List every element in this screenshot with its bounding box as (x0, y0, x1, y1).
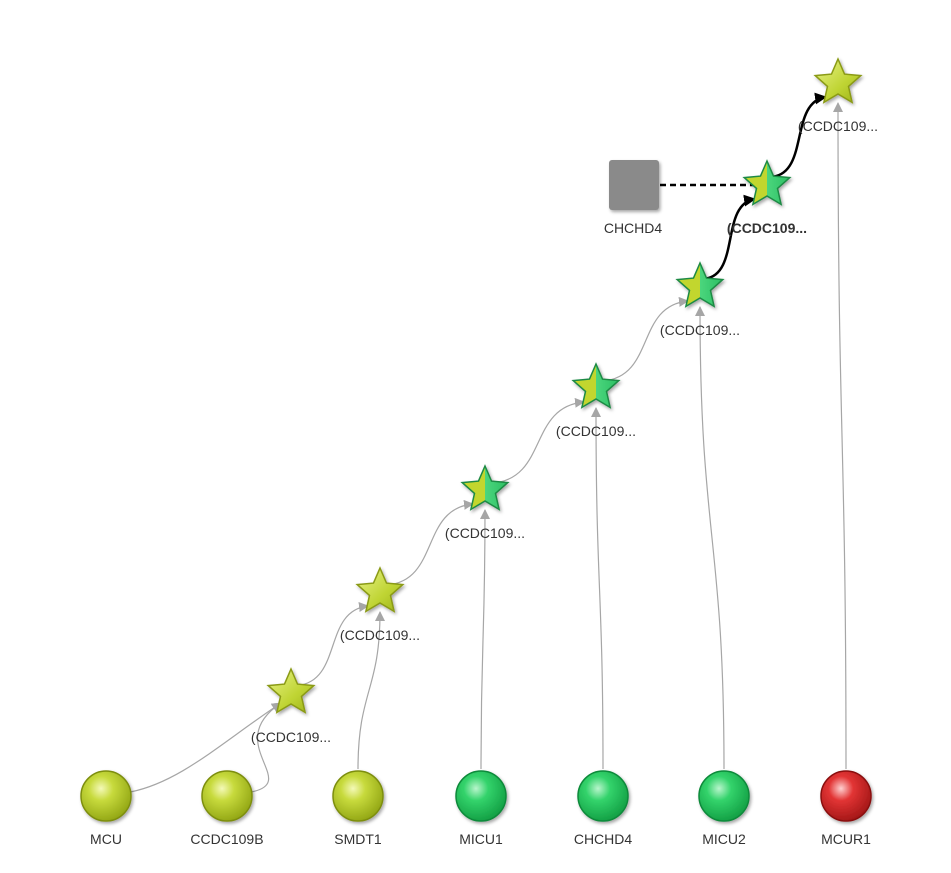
protein-node-micu1[interactable]: MICU1 (455, 770, 507, 847)
edges-layer (130, 92, 847, 793)
complex-label: (CCDC109... (798, 118, 878, 134)
edge-c3-c4 (492, 397, 585, 484)
protein-label: MCUR1 (821, 831, 871, 847)
protein-node-smdt1[interactable]: SMDT1 (332, 770, 384, 847)
edge-c4-c5 (603, 296, 689, 382)
protein-node-micu2[interactable]: MICU2 (698, 770, 750, 847)
protein-node-ccdc109b[interactable]: CCDC109B (190, 770, 264, 847)
edge-p1-c1 (130, 702, 282, 793)
edge-p6-c5 (695, 306, 725, 770)
edge-p2-c1 (251, 702, 282, 793)
protein-node-mcu[interactable]: MCU (80, 770, 132, 847)
complex-star-node-1[interactable]: (CCDC109... (251, 667, 331, 745)
protein-label: MICU1 (459, 831, 503, 847)
complex-star-node-3[interactable]: (CCDC109... (445, 464, 525, 541)
complex-star-node-6[interactable]: (CCDC109... (727, 159, 807, 236)
complex-label: (CCDC109... (556, 423, 636, 439)
complex-label: (CCDC109... (251, 729, 331, 745)
protein-label: MICU2 (702, 831, 746, 847)
complex-star-node-2[interactable]: (CCDC109... (340, 566, 420, 643)
chchd4-box-node[interactable]: CHCHD4 (604, 160, 663, 236)
complex-label: (CCDC109... (445, 525, 525, 541)
edge-c2-c3 (387, 499, 474, 586)
edge-p5-c4 (591, 407, 604, 770)
box-label: CHCHD4 (604, 220, 663, 236)
complex-label: (CCDC109... (727, 220, 807, 236)
complex-star-node-4[interactable]: (CCDC109... (556, 362, 636, 439)
edge-p4-c3 (479, 509, 490, 770)
complex-star-node-5[interactable]: (CCDC109... (660, 261, 740, 338)
protein-label: CHCHD4 (574, 831, 633, 847)
protein-label: MCU (90, 831, 122, 847)
edge-c6-c7 (772, 92, 827, 179)
protein-label: CCDC109B (190, 831, 263, 847)
protein-label: SMDT1 (334, 831, 382, 847)
protein-node-chchd4[interactable]: CHCHD4 (574, 770, 633, 847)
edge-c1-c2 (297, 602, 369, 687)
edge-p3-c2 (357, 611, 385, 770)
complex-star-node-7[interactable]: (CCDC109... (798, 57, 878, 134)
edge-p7-c7 (833, 102, 847, 770)
complex-label: (CCDC109... (340, 627, 420, 643)
nodes-layer: MCU CCDC109B SMDT1 MICU1 CHCHD4 MICU2 MC… (80, 57, 878, 847)
complex-label: (CCDC109... (660, 322, 740, 338)
protein-node-mcur1[interactable]: MCUR1 (820, 770, 872, 847)
edge-c5-c6 (705, 194, 756, 280)
